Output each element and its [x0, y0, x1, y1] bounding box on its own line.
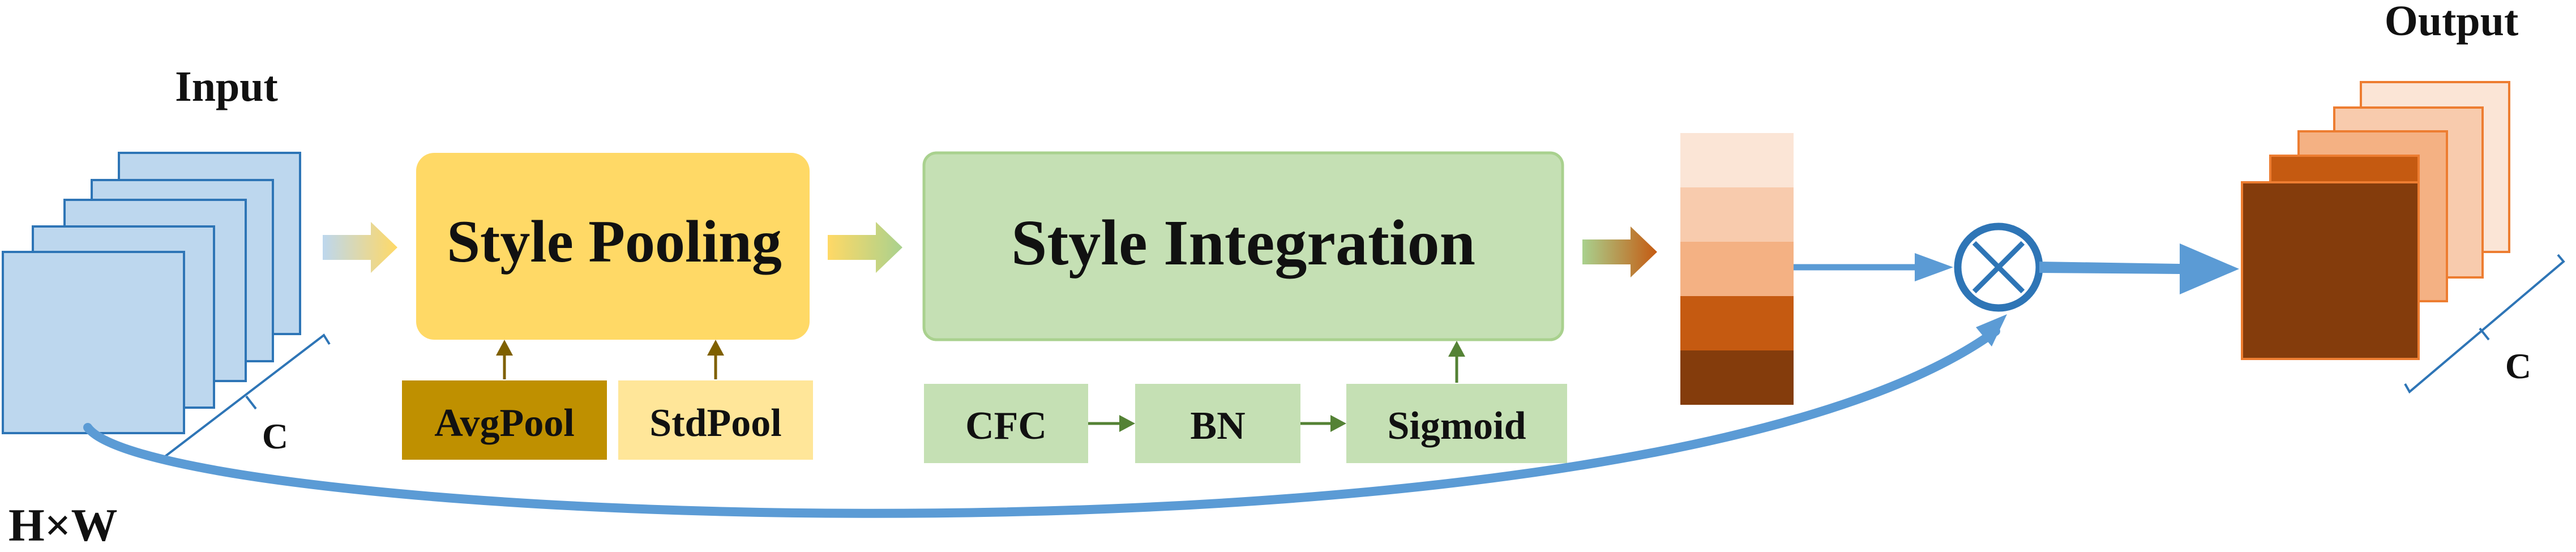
bn-box: [1135, 384, 1300, 463]
flow-arrow-input-to-pooling: [323, 222, 397, 273]
integration-op-arrows: [1088, 341, 1465, 432]
flow-arrow-integration-to-weights: [1582, 226, 1657, 277]
input-channel-brace: [157, 333, 331, 463]
input-spatial-label: H×W: [8, 499, 118, 551]
input-channel-label: C: [262, 416, 288, 456]
input-label: Input: [175, 63, 278, 110]
style-pooling-block: [416, 153, 810, 340]
cfc-box: [924, 384, 1088, 463]
attention-weights-bar: [1680, 133, 1794, 405]
output-channel-brace-tick: [2479, 327, 2490, 341]
avgpool-label: AvgPool: [434, 401, 575, 445]
output-map-front: [2241, 181, 2420, 360]
pool-up-arrows: [496, 340, 724, 379]
weight-cell: [1680, 133, 1794, 187]
flow-arrow-pooling-to-integration: [828, 222, 902, 273]
weight-cell: [1680, 296, 1794, 350]
input-channel-brace-tick: [245, 395, 257, 410]
sigmoid-box: [1346, 384, 1567, 463]
output-label: Output: [2385, 0, 2519, 45]
style-integration-label: Style Integration: [1011, 207, 1475, 279]
skip-connection-curve: [83, 327, 2000, 518]
input-feature-stack: [2, 152, 331, 463]
style-pooling-label: Style Pooling: [447, 208, 782, 275]
weights-to-multiply-arrowhead: [1915, 253, 1953, 281]
sigmoid-label: Sigmoid: [1387, 404, 1526, 448]
bn-label: BN: [1190, 404, 1245, 448]
output-channel-brace: [2404, 254, 2565, 394]
input-map-front: [2, 251, 185, 434]
weight-cell: [1680, 242, 1794, 296]
output-channel-label: C: [2505, 346, 2531, 386]
circled-times-icon: [1954, 222, 2043, 312]
weight-cell: [1680, 187, 1794, 242]
cfc-label: CFC: [965, 404, 1047, 448]
weight-cell: [1680, 350, 1794, 405]
output-feature-stack: [2241, 81, 2565, 394]
stdpool-box: [618, 380, 813, 460]
style-integration-block: [922, 151, 1564, 341]
stdpool-label: StdPool: [649, 401, 781, 445]
skip-connection-arrowhead: [1976, 314, 2007, 346]
multiply-to-output-arrow: [2039, 243, 2239, 294]
avgpool-box: [402, 380, 607, 460]
